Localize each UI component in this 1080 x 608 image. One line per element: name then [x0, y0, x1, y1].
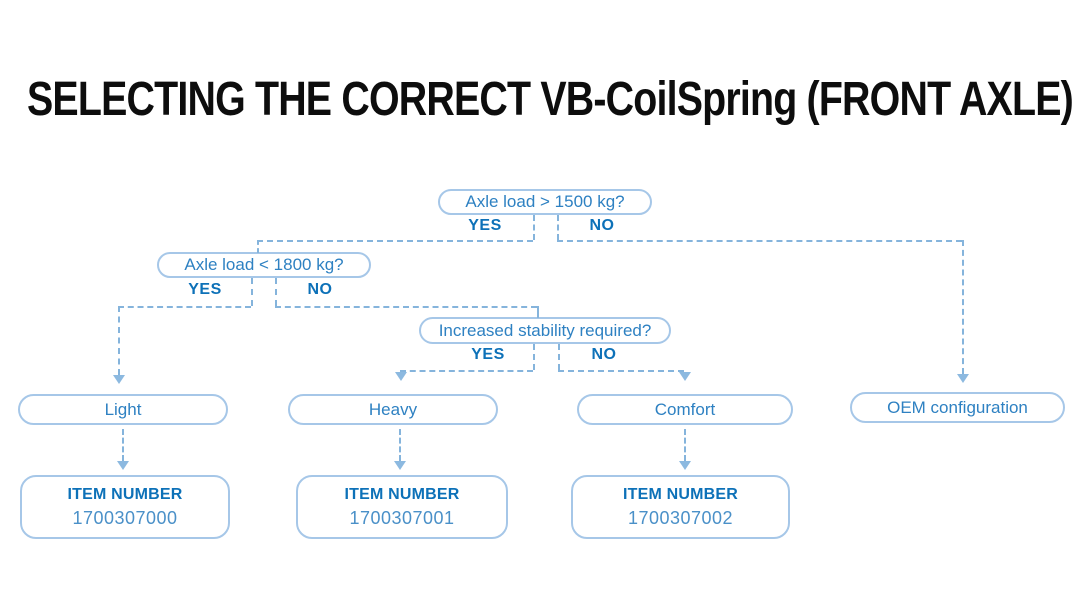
no-label-decision-2: NO — [307, 281, 333, 298]
connector-d1-no-stub — [557, 215, 559, 240]
connector-d2-yes-stub — [251, 278, 253, 306]
page-title: SELECTING THE CORRECT VB-CoilSpring (FRO… — [27, 73, 1074, 126]
connector-into-d2 — [257, 240, 259, 253]
yes-label-decision-3: YES — [471, 346, 505, 363]
arrow-down-icon — [395, 372, 407, 381]
connector-heavy-to-item — [399, 429, 401, 461]
item-number-heading: ITEM NUMBER — [344, 485, 460, 503]
connector-light-to-item — [122, 429, 124, 461]
decision-axle-load-1500-text: Axle load > 1500 kg? — [465, 192, 625, 211]
item-number-value: 1700307001 — [349, 507, 455, 528]
item-number-box-comfort: ITEM NUMBER 1700307002 — [571, 475, 790, 539]
item-number-heading: ITEM NUMBER — [67, 485, 183, 503]
no-label-decision-1: NO — [589, 217, 615, 234]
connector-d3-yes-horizontal — [400, 370, 533, 372]
outcome-comfort-text: Comfort — [654, 399, 716, 419]
connector-d1-yes-horizontal — [257, 240, 533, 242]
connector-d1-yes-stub — [533, 215, 535, 240]
item-number-heading: ITEM NUMBER — [622, 485, 739, 503]
outcome-heavy-text: Heavy — [368, 399, 418, 419]
no-label-decision-3: NO — [591, 346, 617, 363]
connector-d2-no-stub — [275, 278, 277, 306]
connector-to-oem-vertical — [962, 240, 964, 374]
arrow-down-icon — [113, 375, 125, 384]
connector-into-d3 — [537, 306, 539, 318]
item-number-box-light: ITEM NUMBER 1700307000 — [20, 475, 230, 539]
decision-axle-load-1800: Axle load < 1800 kg? — [157, 252, 371, 278]
connector-to-light-vertical — [118, 306, 120, 375]
connector-d3-no-stub — [558, 344, 560, 370]
yes-label-decision-2: YES — [188, 281, 222, 298]
connector-d1-no-horizontal — [557, 240, 962, 242]
arrow-down-icon — [394, 461, 406, 470]
connector-d3-no-horizontal — [558, 370, 684, 372]
outcome-light-text: Light — [104, 399, 142, 419]
decision-axle-load-1800-text: Axle load < 1800 kg? — [184, 255, 344, 274]
connector-comfort-to-item — [684, 429, 686, 461]
arrow-down-icon — [117, 461, 129, 470]
decision-increased-stability: Increased stability required? — [419, 317, 671, 344]
connector-d2-yes-horizontal — [118, 306, 251, 308]
item-number-value: 1700307002 — [627, 507, 734, 528]
arrow-down-icon — [957, 374, 969, 383]
decision-increased-stability-text: Increased stability required? — [438, 320, 652, 340]
yes-label-decision-1: YES — [468, 217, 502, 234]
outcome-oem-configuration: OEM configuration — [850, 392, 1065, 423]
arrow-down-icon — [679, 372, 691, 381]
outcome-oem-configuration-text: OEM configuration — [887, 397, 1028, 417]
arrow-down-icon — [679, 461, 691, 470]
outcome-heavy: Heavy — [288, 394, 498, 425]
decision-axle-load-1500: Axle load > 1500 kg? — [438, 189, 652, 215]
outcome-light: Light — [18, 394, 228, 425]
item-number-value: 1700307000 — [72, 507, 178, 528]
outcome-comfort: Comfort — [577, 394, 793, 425]
connector-d3-yes-stub — [533, 344, 535, 370]
connector-d2-no-horizontal — [275, 306, 537, 308]
item-number-box-heavy: ITEM NUMBER 1700307001 — [296, 475, 508, 539]
